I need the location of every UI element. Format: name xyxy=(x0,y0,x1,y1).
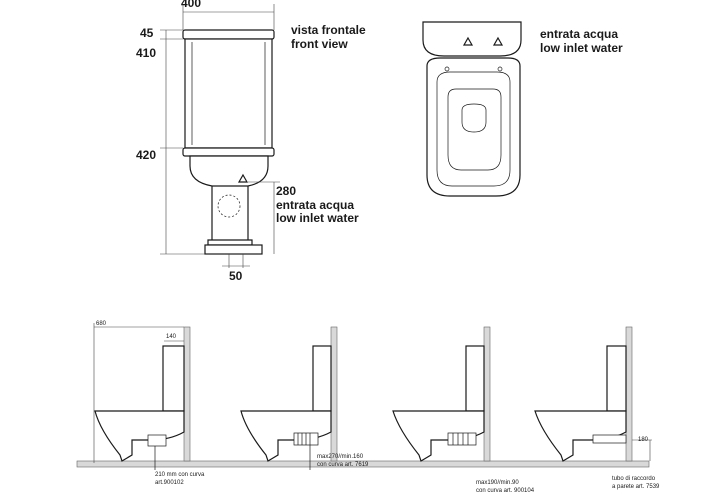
side4-pipe xyxy=(592,434,627,444)
tank-base xyxy=(182,147,275,157)
side4-tank xyxy=(606,345,627,412)
width-dimension-label: 400 xyxy=(181,0,201,10)
side-view-3: max190//min.90 con curva art. 900104 xyxy=(392,326,535,494)
drain-height-dimension: 280 xyxy=(276,184,296,198)
tank-height-dimension: 410 xyxy=(136,46,156,60)
floor xyxy=(76,460,650,468)
tank-lid-dimension: 45 xyxy=(140,26,154,40)
wall-2 xyxy=(330,326,338,462)
side1-caption-line1: 210 mm con curva xyxy=(155,472,205,478)
bowl-top xyxy=(189,155,269,187)
side-view-1: 680 140 210 mm con curva art.900102 xyxy=(93,321,205,486)
top-inlet-marker-right xyxy=(492,36,504,46)
front-view-label-it: vista frontale xyxy=(291,23,366,37)
side1-caption-line2: art.900102 xyxy=(155,480,184,486)
bowl-drain xyxy=(461,103,487,133)
bowl-opening xyxy=(447,88,502,171)
offset-dimension: 50 xyxy=(229,269,243,283)
cistern-tank xyxy=(184,38,273,149)
front-view-drawing: 400 45 410 420 280 entrata acqua low inl… xyxy=(136,0,366,283)
side3-caption-line2: con curva art. 900104 xyxy=(476,488,535,494)
side4-bowl xyxy=(534,410,627,462)
bowl-foot xyxy=(204,244,263,255)
seat-inner xyxy=(436,71,511,187)
seat-outline xyxy=(426,57,521,197)
top-inlet-label-en: low inlet water xyxy=(540,41,623,55)
side2-bowl xyxy=(240,410,332,462)
side4-caption-line1: tubo di raccordo xyxy=(612,476,656,482)
side4-caption-line2: a parete art. 7539 xyxy=(612,484,660,490)
front-view-label-en: front view xyxy=(291,37,348,51)
side-view-4: 180 tubo di raccordo a parete art. 7539 xyxy=(534,326,660,490)
top-inlet-label-it: entrata acqua xyxy=(540,27,618,41)
water-inlet-marker xyxy=(237,173,249,183)
wall-3 xyxy=(483,326,491,462)
side1-height-dimension: 680 xyxy=(96,321,107,327)
tank-lid xyxy=(182,29,275,40)
side2-caption-line1: max270//min.160 xyxy=(317,454,364,460)
front-inlet-label-en: low inlet water xyxy=(276,211,359,225)
bowl-height-dimension: 420 xyxy=(136,148,156,162)
side1-tank xyxy=(162,345,185,412)
side3-bowl xyxy=(392,410,485,462)
tank-top xyxy=(422,21,522,57)
wall-4 xyxy=(625,326,633,462)
side3-caption-line1: max190//min.90 xyxy=(476,480,519,486)
side4-dimension: 180 xyxy=(638,437,649,443)
side1-pipe xyxy=(147,434,167,447)
side2-caption-line2: con curva art. 7619 xyxy=(317,462,369,468)
side1-depth-dimension: 140 xyxy=(166,334,177,340)
top-inlet-marker-left xyxy=(462,36,474,46)
side1-bowl xyxy=(94,410,185,462)
top-view-drawing: entrata acqua low inlet water xyxy=(422,21,623,197)
drain-outlet xyxy=(217,194,241,218)
side3-pipe xyxy=(447,432,477,446)
wall-1 xyxy=(183,326,191,462)
side2-tank xyxy=(312,345,332,412)
side3-tank xyxy=(465,345,485,412)
side-view-2: max270//min.160 con curva art. 7619 xyxy=(240,326,369,470)
front-inlet-label-it: entrata acqua xyxy=(276,198,354,212)
